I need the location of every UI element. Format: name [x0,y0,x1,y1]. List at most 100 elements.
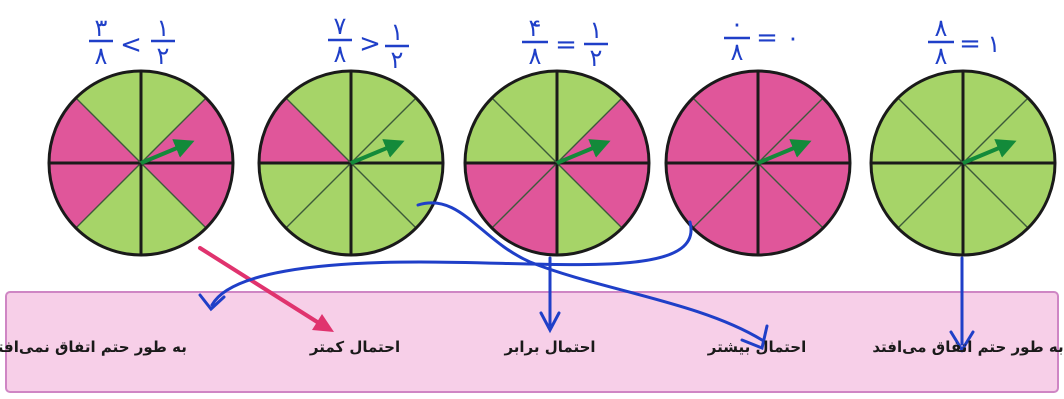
spinner-1-segment-2 [351,163,443,229]
spinner-1-segment-1 [351,97,443,163]
fraction-0-num: ۳ [95,14,108,42]
label-impossible: به طور حتم اتفاق نمی‌افتد [0,338,187,356]
spinner-3-segment-7 [692,71,758,163]
spinner-0-segment-4 [75,163,141,255]
spinner-1-divider-7 [285,97,352,164]
fraction-2-op: = [555,30,577,60]
spinner-2-arrow [556,139,611,165]
blue-arrowhead-more [740,324,769,351]
spinner-4-segment-4 [897,163,963,255]
fraction-2-rhs-num: ۱ [590,16,603,44]
spinner-2-divider-5 [491,162,558,229]
spinner-3 [664,69,852,257]
fraction-4-rhs: ۱ [988,30,1001,58]
spinner-1 [257,69,445,257]
spinner-4-segment-6 [871,97,963,163]
spinner-3-segment-4 [692,163,758,255]
spinner-2-outline [463,69,651,257]
spinner-4-segment-1 [963,97,1055,163]
fraction-1-rhs-den: ۲ [391,46,404,74]
spinner-2-segment-2 [557,163,649,229]
blue-arrowhead-equal [539,311,561,334]
spinner-3-segment-3 [758,163,824,255]
spinner-0-segment-5 [49,163,141,229]
spinner-0-segment-1 [141,97,233,163]
fraction-2-rhs-den: ۲ [590,44,603,72]
fraction-1: ۷ ۸ > ۱ ۲ [328,12,409,74]
spinner-1-arrow [350,139,405,165]
spinner-1-segment-5 [259,163,351,229]
spinner-3-divider-3 [757,162,824,229]
fraction-0-rhs-num: ۱ [157,14,170,42]
spinner-3-segment-5 [666,163,758,229]
fraction-1-num: ۷ [334,12,347,40]
spinner-2-divider-7 [491,97,558,164]
spinner-4-outline [869,69,1057,257]
spinner-0-divider-5 [75,162,142,229]
fraction-4: ۸ ۸ = ۱ [928,14,1000,70]
spinner-0-divider-3 [140,162,207,229]
fraction-1-rhs-num: ۱ [391,18,404,46]
fraction-3-rhs: ۰ [787,24,800,52]
spinner-1-lines [259,71,443,255]
blue-arrowhead-impossible [198,293,226,312]
red-arrow [198,246,334,332]
spinner-3-segment-6 [666,97,758,163]
spinner-3-segments [666,71,850,255]
spinner-3-arrow [757,139,812,165]
spinner-1-segments [259,71,443,255]
spinner-2-segment-7 [491,71,557,163]
spinner-4-segment-0 [963,71,1029,163]
spinner-2-segments [465,71,649,255]
fraction-1-op: > [359,29,381,59]
label-band [5,291,1059,393]
label-certain: به طور حتم اتفاق می‌افتد [872,338,1063,356]
spinner-0-lines [49,71,233,255]
fraction-2: ۴ ۸ = ۱ ۲ [522,14,608,72]
spinner-3-segment-1 [758,97,850,163]
spinner-0-segment-0 [141,71,207,163]
fraction-2-den: ۸ [529,42,542,70]
spinner-4-segment-3 [963,163,1029,255]
spinner-1-divider-3 [350,162,417,229]
spinner-1-segment-6 [259,97,351,163]
spinner-0-segment-2 [141,163,233,229]
spinner-3-segment-0 [758,71,824,163]
spinner-0-divider-1 [140,97,207,164]
fraction-4-op: = [959,29,981,59]
spinner-0-outline [47,69,235,257]
spinner-1-outline [257,69,445,257]
spinner-4-divider-3 [962,162,1029,229]
spinner-2 [463,69,651,257]
blue-connectors [198,201,975,353]
spinner-2-segment-6 [465,97,557,163]
spinner-4-divider-7 [897,97,964,164]
fraction-0: ۳ ۸ < ۱ ۲ [89,14,175,70]
spinner-4-segments [871,71,1055,255]
spinner-0 [47,69,235,257]
spinner-4 [869,69,1057,257]
spinner-3-outline [664,69,852,257]
spinner-1-segment-3 [351,163,417,255]
spinner-0-arrow [140,139,195,165]
fraction-0-op: < [120,30,142,60]
spinner-0-segment-3 [141,163,207,255]
spinner-4-divider-1 [962,97,1029,164]
spinner-1-divider-1 [350,97,417,164]
spinner-1-divider-5 [285,162,352,229]
fraction-1-den: ۸ [334,40,347,68]
spinner-2-segment-4 [491,163,557,255]
spinner-2-segment-5 [465,163,557,229]
spinner-3-divider-1 [757,97,824,164]
fraction-3-den: ۸ [731,38,744,66]
fraction-0-rhs-den: ۲ [157,42,170,70]
spinner-2-lines [465,71,649,255]
spinner-1-segment-4 [285,163,351,255]
spinner-2-segment-3 [557,163,623,255]
spinner-1-segment-7 [285,71,351,163]
top-text-strip [0,0,1064,6]
label-more-likely: احتمال بیشتر [707,338,806,356]
spinner-4-segment-5 [871,163,963,229]
spinner-0-segment-7 [75,71,141,163]
